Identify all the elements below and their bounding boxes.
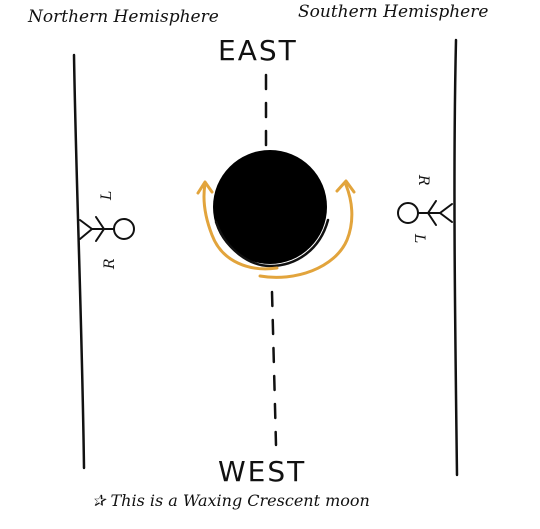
waxing-crescent-note: ✰ This is a Waxing Crescent moon [92, 491, 370, 510]
southern-observer-stick-figure-icon [397, 200, 453, 226]
east-label: EAST [218, 34, 298, 67]
northern-observer-right-mark: R [102, 258, 118, 270]
moon-icon [213, 150, 330, 268]
moon-crescent-outline [214, 218, 330, 268]
west-label: WEST [218, 455, 306, 488]
southern-hemisphere-label: Southern Hemisphere [298, 2, 488, 22]
northern-observer-stick-figure-icon [79, 216, 135, 242]
left-curved-arrow-icon [196, 180, 279, 271]
southern-observer-left-mark: L [411, 233, 427, 243]
northern-horizon-line [72, 53, 86, 470]
northern-observer-left-mark: L [99, 191, 115, 201]
northern-hemisphere-label: Northern Hemisphere [27, 7, 219, 27]
moon-dark-side [213, 150, 327, 264]
right-curved-arrow-icon [258, 179, 356, 279]
southern-observer-right-mark: R [415, 174, 431, 186]
dashed-axis-line [264, 73, 278, 447]
southern-horizon-line [453, 38, 459, 477]
